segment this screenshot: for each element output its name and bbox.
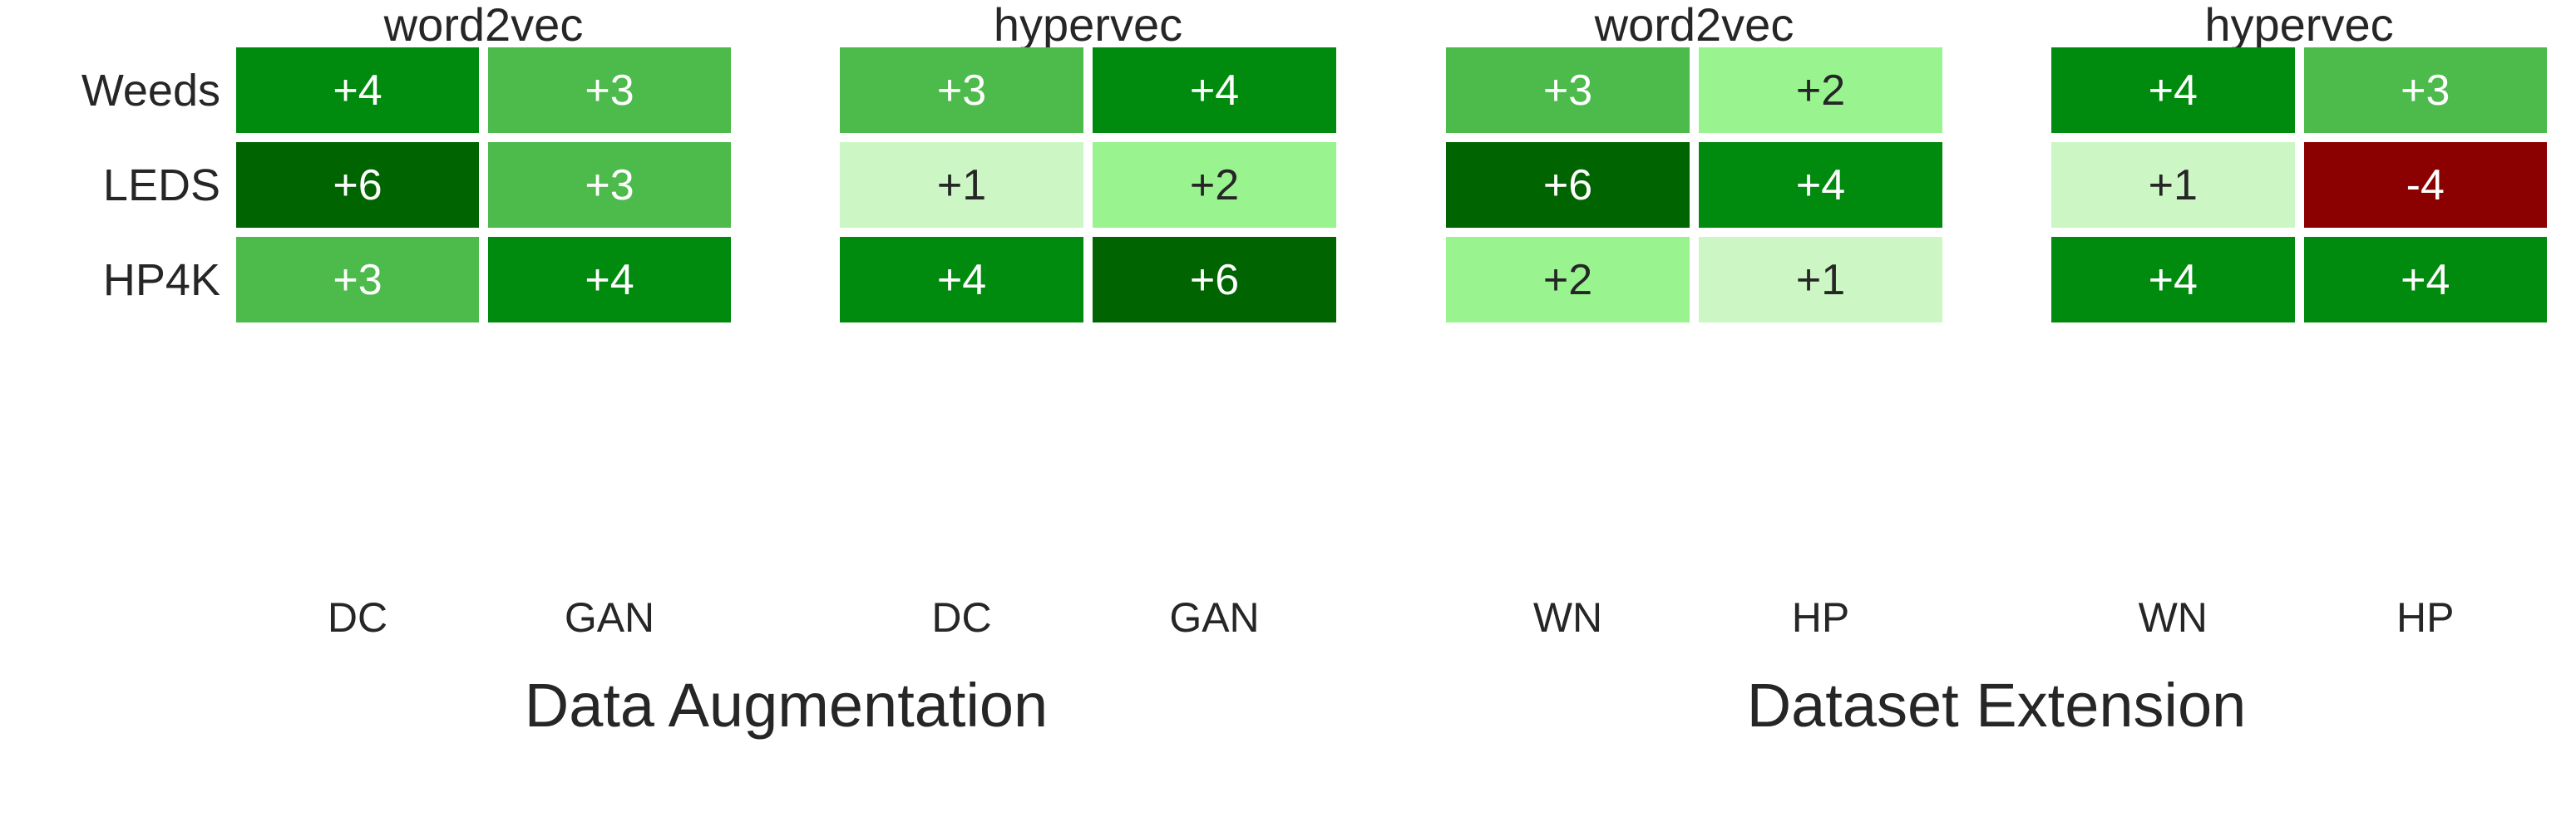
group-caption-1: Dataset Extension bbox=[1746, 671, 2247, 740]
heatmap-cell[interactable]: +4 bbox=[488, 237, 731, 322]
column-label-hp: HP bbox=[2396, 594, 2455, 641]
panel-title: word2vec bbox=[383, 0, 584, 51]
column-label-gan: GAN bbox=[1169, 594, 1260, 641]
heatmap-cell[interactable]: +2 bbox=[1093, 142, 1336, 228]
heatmap-cell[interactable]: +3 bbox=[488, 47, 731, 133]
heatmap-cell[interactable]: +3 bbox=[488, 142, 731, 228]
heatmap-cell[interactable]: +4 bbox=[2051, 47, 2295, 133]
column-label-wn: WN bbox=[2138, 594, 2208, 641]
heatmap-cell[interactable]: +4 bbox=[1699, 142, 1942, 228]
heatmap-cell[interactable]: +3 bbox=[236, 237, 479, 322]
heatmap-cell[interactable]: +6 bbox=[1093, 237, 1336, 322]
heatmap-cell[interactable]: +3 bbox=[1446, 47, 1690, 133]
column-label-dc: DC bbox=[931, 594, 992, 641]
row-label-leds: LEDS bbox=[102, 160, 220, 210]
heatmap-cell[interactable]: +1 bbox=[2051, 142, 2295, 228]
column-label-dc: DC bbox=[327, 594, 388, 641]
heatmap-grid: +3+2+6+4+2+1 bbox=[1446, 47, 1942, 588]
row-label-hp4k: HP4K bbox=[102, 254, 220, 305]
heatmap-cell[interactable]: +4 bbox=[840, 237, 1083, 322]
heatmap-cell[interactable]: +6 bbox=[1446, 142, 1690, 228]
panel-title: hypervec bbox=[2204, 0, 2394, 51]
row-label-weeds: Weeds bbox=[81, 65, 220, 116]
column-label-row: WN HP bbox=[2051, 597, 2547, 647]
heatmap-cell[interactable]: +4 bbox=[2303, 237, 2547, 322]
column-label-wn: WN bbox=[1532, 594, 1603, 641]
heatmap-cell[interactable]: -4 bbox=[2303, 142, 2547, 228]
column-label-row: DC GAN bbox=[840, 597, 1336, 647]
heatmap-grid: +4+3+6+3+3+4 bbox=[236, 47, 731, 588]
column-label-gan: GAN bbox=[564, 594, 655, 641]
heatmap-cell[interactable]: +3 bbox=[2303, 47, 2547, 133]
heatmap-grid: +4+3+1-4+4+4 bbox=[2051, 47, 2547, 588]
heatmap-cell[interactable]: +6 bbox=[236, 142, 479, 228]
heatmap-cell[interactable]: +4 bbox=[2051, 237, 2295, 322]
panel-title: hypervec bbox=[993, 0, 1183, 51]
heatmap-cell[interactable]: +3 bbox=[840, 47, 1083, 133]
heatmap-cell[interactable]: +4 bbox=[236, 47, 479, 133]
heatmap-cell[interactable]: +2 bbox=[1699, 47, 1942, 133]
heatmap-cell[interactable]: +2 bbox=[1446, 237, 1690, 322]
panel-title: word2vec bbox=[1594, 0, 1794, 51]
heatmap-cell[interactable]: +1 bbox=[840, 142, 1083, 228]
column-label-row: DC GAN bbox=[236, 597, 731, 647]
heatmap-grid: +3+4+1+2+4+6 bbox=[840, 47, 1336, 588]
column-label-row: WN HP bbox=[1446, 597, 1942, 647]
group-caption-0: Data Augmentation bbox=[524, 671, 1049, 740]
heatmap-cell[interactable]: +1 bbox=[1699, 237, 1942, 322]
column-label-hp: HP bbox=[1791, 594, 1850, 641]
heatmap-cell[interactable]: +4 bbox=[1093, 47, 1336, 133]
